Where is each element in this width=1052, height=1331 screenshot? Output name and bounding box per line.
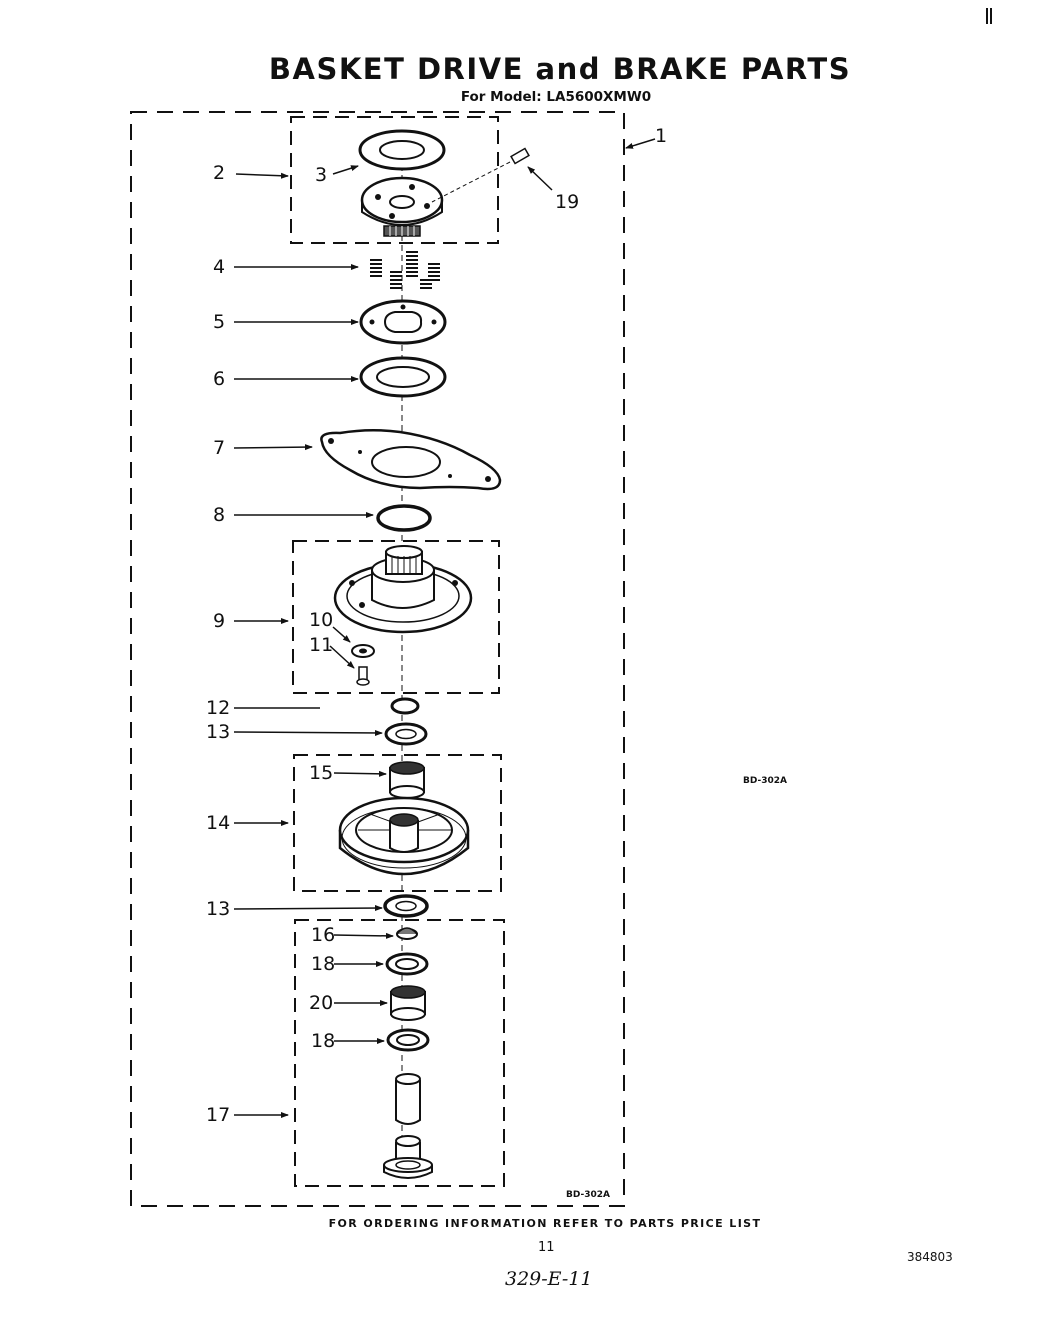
callout-18-lower: 18 bbox=[311, 1030, 336, 1052]
callout-1: 1 bbox=[655, 125, 668, 147]
part-16-cap bbox=[396, 927, 418, 940]
callout-6: 6 bbox=[213, 368, 226, 390]
assembly-boundary bbox=[130, 111, 625, 1207]
callout-13-lower: 13 bbox=[206, 898, 231, 920]
part-13-washer-lower bbox=[383, 894, 429, 918]
part-19-pin bbox=[431, 147, 530, 203]
part-10-nut bbox=[351, 644, 375, 658]
callout-18-upper: 18 bbox=[311, 953, 336, 975]
callout-17: 17 bbox=[206, 1104, 231, 1126]
part-12-clip bbox=[390, 697, 420, 715]
part-15-bushing bbox=[389, 761, 425, 799]
part-11-bolt bbox=[356, 666, 370, 686]
part-18-bearing-upper bbox=[385, 952, 429, 976]
part-18-bearing-lower bbox=[386, 1028, 430, 1052]
callout-16: 16 bbox=[311, 924, 336, 946]
part-13-washer-upper bbox=[384, 722, 428, 746]
callout-12: 12 bbox=[206, 697, 231, 719]
handwritten-note: 329-E-11 bbox=[505, 1268, 593, 1290]
callout-10: 10 bbox=[309, 609, 334, 631]
part-6-washer bbox=[359, 356, 447, 398]
drawing-code-box: BD-302A bbox=[566, 1190, 610, 1200]
callout-19: 19 bbox=[555, 191, 580, 213]
subassembly-box-9 bbox=[292, 540, 500, 694]
ordering-footer: FOR ORDERING INFORMATION REFER TO PARTS … bbox=[328, 1217, 762, 1230]
subassembly-box-14 bbox=[293, 754, 502, 892]
page-number: 11 bbox=[538, 1240, 555, 1255]
callout-2: 2 bbox=[213, 162, 226, 184]
drawing-code-side: BD-302A bbox=[743, 776, 787, 786]
part-2-brake-hub bbox=[360, 176, 444, 237]
part-20-bushing bbox=[390, 985, 426, 1021]
callout-8: 8 bbox=[213, 504, 226, 526]
part-17-shaft bbox=[383, 1073, 433, 1179]
part-14-pulley bbox=[338, 796, 470, 876]
callout-4: 4 bbox=[213, 256, 226, 278]
page-title: BASKET DRIVE and BRAKE PARTS bbox=[268, 52, 852, 86]
callout-14: 14 bbox=[206, 812, 231, 834]
callout-11: 11 bbox=[309, 634, 334, 656]
leader-lines bbox=[233, 138, 656, 1118]
part-8-retaining-ring bbox=[376, 504, 432, 532]
callout-3: 3 bbox=[315, 164, 328, 186]
part-9-hub-casting bbox=[333, 545, 473, 634]
part-3-washer bbox=[358, 129, 446, 171]
model-subtitle: For Model: LA5600XMW0 bbox=[460, 89, 652, 105]
subassembly-box-17 bbox=[294, 919, 505, 1187]
part-5-plate bbox=[359, 299, 447, 345]
part-4-springs bbox=[370, 251, 440, 289]
callout-13-upper: 13 bbox=[206, 721, 231, 743]
callout-7: 7 bbox=[213, 437, 226, 459]
subassembly-box-2 bbox=[290, 116, 499, 244]
part-7-bracket bbox=[320, 429, 502, 491]
callout-5: 5 bbox=[213, 311, 226, 333]
callout-20: 20 bbox=[309, 992, 334, 1014]
document-number: 384803 bbox=[907, 1250, 953, 1264]
callout-9: 9 bbox=[213, 610, 226, 632]
callout-15: 15 bbox=[309, 762, 334, 784]
